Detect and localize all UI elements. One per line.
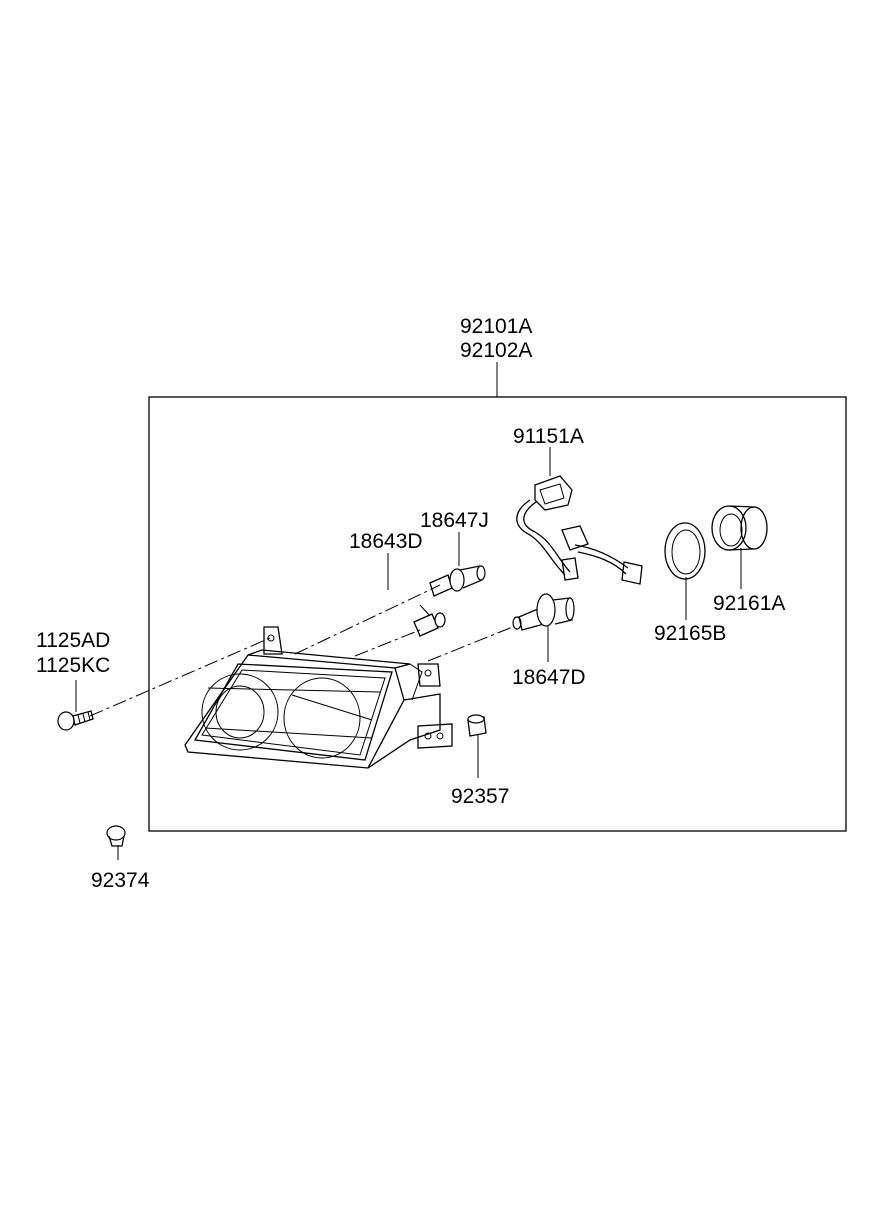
clip-part	[467, 714, 487, 737]
label-1125kc: 1125KC	[36, 654, 110, 677]
label-92101a: 92101A	[460, 315, 532, 338]
label-1125ad: 1125AD	[36, 629, 110, 652]
label-92102a: 92102A	[460, 339, 532, 362]
label-92161a: 92161A	[713, 592, 785, 615]
leader-lines	[75, 362, 742, 860]
nut-part	[106, 825, 126, 847]
bulb-18647j-part	[429, 565, 486, 597]
label-18647d: 18647D	[512, 666, 586, 689]
label-18647j: 18647J	[420, 509, 489, 532]
assembly-lines	[89, 584, 516, 717]
label-92374: 92374	[91, 869, 150, 892]
label-18643d: 18643D	[349, 530, 423, 553]
label-91151a: 91151A	[513, 425, 584, 448]
dust-cap-part	[711, 505, 768, 551]
bolt-part	[57, 710, 94, 731]
label-92165b: 92165B	[654, 622, 726, 645]
headlamp-housing	[184, 626, 453, 769]
label-92357: 92357	[451, 785, 509, 808]
wiring-harness-part	[516, 475, 643, 585]
bulb-18643d-part	[413, 612, 446, 637]
bulb-18647d-part	[512, 593, 575, 631]
seal-ring-part	[664, 522, 706, 580]
